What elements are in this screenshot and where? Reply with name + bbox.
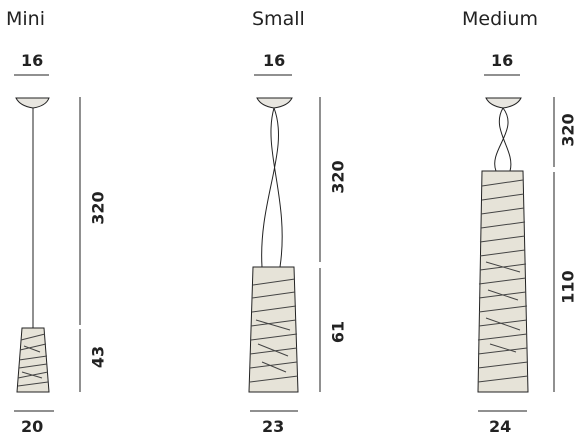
medium-canopy <box>485 97 522 109</box>
small-shade-width: 23 <box>262 417 285 436</box>
height-guide-lines <box>79 97 555 392</box>
medium-cable-b <box>498 107 512 172</box>
small-canopy <box>256 97 293 109</box>
small-lamp <box>248 97 299 393</box>
medium-title: Medium <box>462 8 538 30</box>
medium-shade <box>477 170 529 393</box>
medium-shade-stripes <box>477 179 529 383</box>
medium-lamp <box>477 97 529 393</box>
mini-title: Mini <box>6 8 45 30</box>
small-title: Small <box>252 8 305 30</box>
small-cable-b <box>270 107 283 268</box>
small-shade-stripes <box>249 278 299 383</box>
mini-shade-width: 20 <box>21 417 44 436</box>
mini-canopy <box>15 97 50 109</box>
mini-canopy-width: 16 <box>21 51 44 70</box>
mini-lamp <box>15 97 50 393</box>
small-canopy-width: 16 <box>263 51 286 70</box>
small-cable-a <box>261 107 279 268</box>
mini-shade-stripes <box>17 333 49 387</box>
small-shade <box>248 266 299 393</box>
medium-shade-width: 24 <box>489 417 512 436</box>
medium-cable-a <box>494 107 509 172</box>
medium-canopy-width: 16 <box>491 51 514 70</box>
mini-shade <box>16 327 50 393</box>
